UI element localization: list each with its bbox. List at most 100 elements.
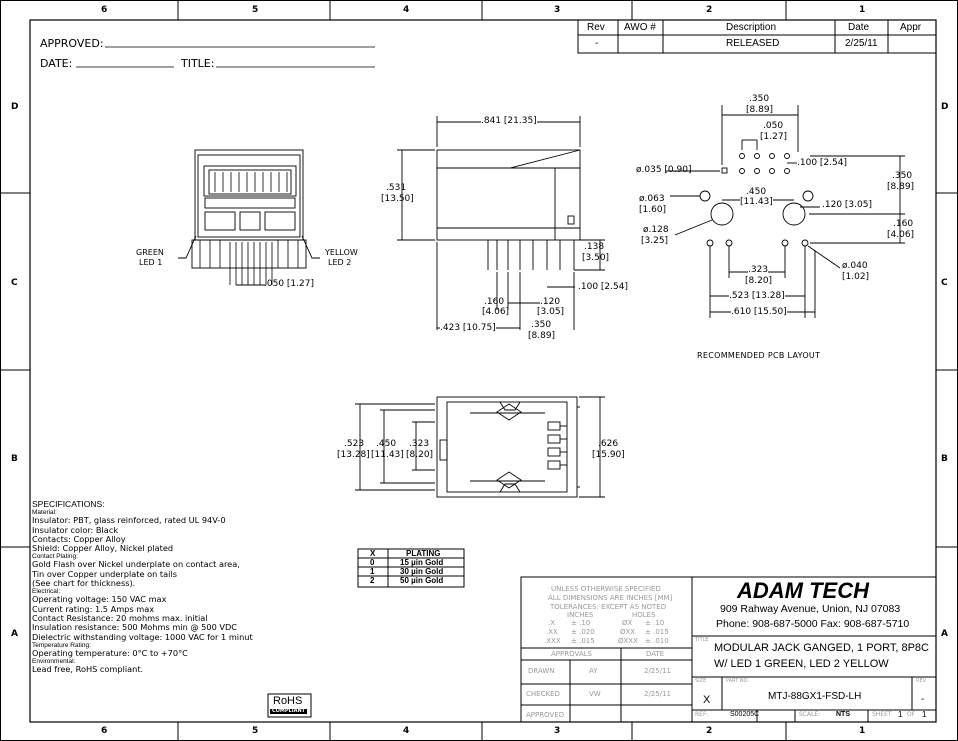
zone-col-6: 6 — [101, 5, 108, 15]
tol-r1-c3: ± .015 — [645, 628, 669, 636]
pcb-523-dim: .523 [13.28] — [729, 291, 785, 301]
spec-line: Material: — [32, 509, 57, 517]
drawn-date: 2/25/11 — [644, 667, 671, 675]
side-height-dim-2: [13.50] — [381, 194, 414, 204]
zone-col-2: 2 — [706, 5, 713, 15]
plating-table-lines — [357, 548, 465, 588]
scale-label: SCALE: — [799, 711, 821, 718]
pcb-100-dim: .100 [2.54] — [797, 158, 847, 168]
spec-line: Current rating: 1.5 Amps max — [32, 603, 155, 614]
pcb-450-dim-2: [11.43] — [740, 197, 773, 207]
front-pitch-dim: .050 [1.27] — [264, 279, 314, 289]
tol-r0-c0: .X — [548, 619, 556, 627]
sheet-value: 1 — [898, 710, 903, 719]
of-value: 1 — [922, 710, 927, 719]
pcb-050-dim-2: [1.27] — [760, 132, 788, 142]
rev-header: Rev — [587, 22, 605, 33]
side-120-dim-2: [3.05] — [537, 307, 565, 317]
plating-row-1-x: 1 — [370, 567, 375, 576]
zone-col-1: 1 — [859, 5, 866, 15]
plating-row-2-x: 2 — [370, 576, 375, 585]
part-number: MTJ-88GX1-FSD-LH — [768, 691, 862, 702]
date-header: Date — [848, 22, 870, 33]
zone-col-6-bottom: 6 — [101, 726, 108, 736]
drawn-label: DRAWN — [528, 667, 555, 675]
pcb-040-dim-1: ø.040 — [842, 261, 868, 271]
plating-row-1-value: 30 µin Gold — [400, 567, 444, 576]
zone-col-5: 5 — [252, 5, 259, 15]
spec-line: Tin over Copper underplate on tails — [32, 568, 177, 579]
size-label: SIZE — [695, 678, 707, 684]
rohs-logo-sub: COMPLIANT — [270, 708, 308, 714]
tol-r1-c1: ± .020 — [571, 628, 595, 636]
zone-col-4: 4 — [403, 5, 410, 15]
plating-row-0-x: 0 — [370, 558, 375, 567]
approvals-header: APPROVALS — [551, 650, 592, 658]
title-block-lines — [520, 576, 937, 723]
zone-col-2-bottom: 2 — [706, 726, 713, 736]
pcb-layout-caption: RECOMMENDED PCB LAYOUT — [697, 351, 821, 360]
ref-value: S00205C — [730, 711, 760, 718]
drawn-by: AY — [589, 667, 598, 675]
green-led-label-2: LED 1 — [139, 258, 163, 267]
tol-r0-c3: ± .10 — [645, 619, 665, 627]
side-pin-len-dim-2: [3.50] — [582, 253, 610, 263]
top-523-dim-2: [13.28] — [337, 450, 370, 460]
plating-header-x: X — [370, 549, 376, 558]
yellow-led-label-1: YELLOW — [325, 248, 358, 257]
pcb-350-top-dim-2: [8.89] — [746, 105, 774, 115]
tolerance-line-1: UNLESS OTHERWISE SPECIFIED — [551, 585, 661, 593]
side-160-dim-1: .160 — [484, 297, 505, 307]
plating-header-plating: PLATING — [406, 549, 441, 558]
rohs-box — [267, 693, 312, 718]
top-323-dim-2: [8.20] — [406, 450, 434, 460]
tol-r2-c1: ± .015 — [571, 637, 595, 645]
approved-label: APPROVED: — [40, 37, 104, 50]
scale-value: NTS — [836, 711, 850, 718]
pcb-450-dim-1: .450 — [746, 187, 767, 197]
green-led-label-1: GREEN — [136, 248, 164, 257]
plating-row-0-value: 15 µin Gold — [400, 558, 444, 567]
company-name: ADAM TECH — [737, 578, 869, 603]
top-450-dim-2: [11.43] — [371, 450, 404, 460]
checked-by: VW — [589, 690, 601, 698]
top-323-dim-1: .323 — [409, 439, 430, 449]
appr-header: Appr — [900, 22, 922, 33]
tolerance-line-2: ALL DIMENSIONS ARE INCHES [MM] — [548, 594, 673, 602]
top-523-dim-1: .523 — [344, 439, 365, 449]
date-label: DATE: — [40, 57, 73, 70]
approvals-date-header: DATE — [646, 650, 665, 658]
pcb-323-dim-1: .323 — [748, 265, 769, 275]
zone-col-3-bottom: 3 — [554, 726, 561, 736]
top-view-lines — [355, 396, 605, 498]
front-view-lines — [178, 149, 320, 286]
tolerance-holes: HOLES — [632, 611, 656, 619]
title-line-1: MODULAR JACK GANGED, 1 PORT, 8P8C — [714, 642, 929, 654]
awo-header: AWO # — [624, 22, 656, 33]
rev-value-block: - — [921, 694, 925, 705]
specifications-block: SPECIFICATIONS: Material: Insulator: PBT… — [32, 499, 332, 674]
zone-row-b-right: B — [941, 454, 948, 464]
tol-r0-c2: ØX — [622, 619, 633, 627]
pcb-063-dim-1: ø.063 — [639, 194, 665, 204]
plating-row-2-value: 50 µin Gold — [400, 576, 444, 585]
tol-r1-c2: ØXX — [620, 628, 636, 636]
of-label: OF — [907, 711, 916, 718]
title-block-title-label: TITLE — [695, 637, 709, 643]
tol-r0-c1: ± .10 — [571, 619, 591, 627]
spec-line: Insulation resistance: 500 Mohms min @ 5… — [32, 622, 238, 633]
pcb-350-right-dim-1: .350 — [892, 171, 913, 181]
side-height-dim-1: .531 — [386, 183, 407, 193]
description-header: Description — [726, 22, 777, 33]
pcb-350-top-dim-1: .350 — [749, 94, 770, 104]
checked-label: CHECKED — [526, 690, 560, 698]
yellow-led-label-2: LED 2 — [328, 258, 352, 267]
tol-r1-c0: .XX — [546, 628, 558, 636]
side-423-dim: .423 [10.75] — [440, 323, 496, 333]
side-350-dim-2: [8.89] — [528, 331, 556, 341]
spec-line: Electrical: — [32, 588, 61, 596]
pcb-063-dim-2: [1.60] — [639, 205, 667, 215]
description-value: RELEASED — [726, 38, 780, 49]
spec-line: (See chart for thickness). — [32, 578, 136, 589]
zone-row-a-right: A — [941, 629, 948, 639]
